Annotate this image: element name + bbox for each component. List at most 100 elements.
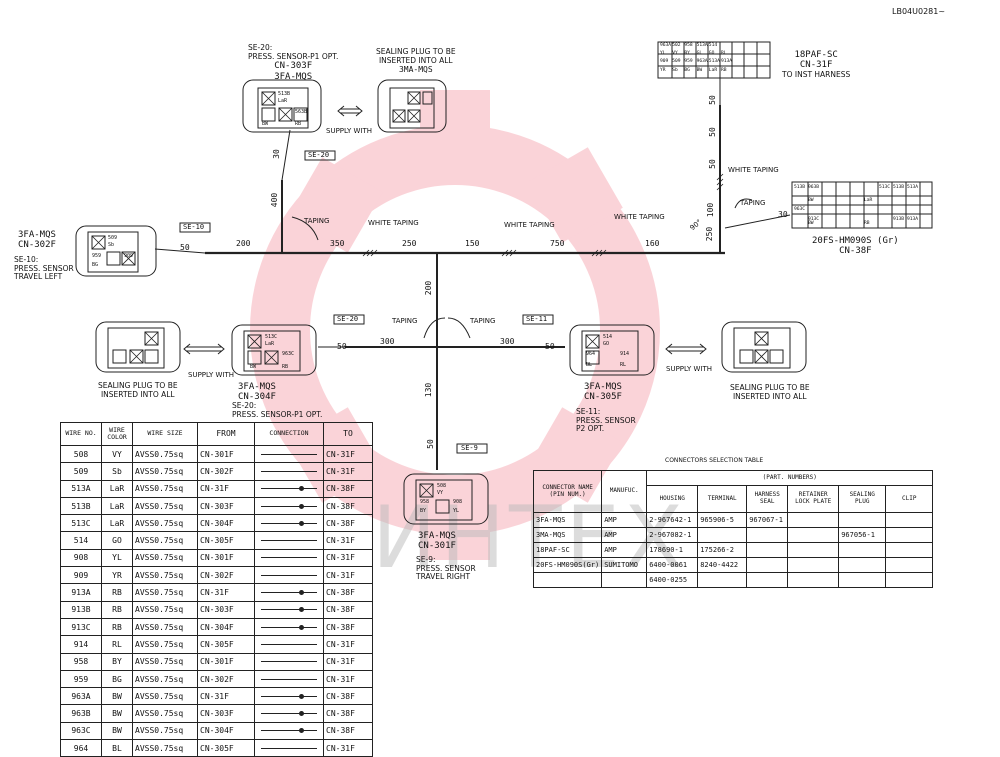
dimension: 50 — [545, 342, 555, 351]
wire-no-cell: 909 — [60, 566, 102, 585]
to-cell: CN-31F — [323, 462, 373, 481]
wire-color-cell: LaR — [101, 514, 133, 533]
wire-no-cell: 914 — [60, 635, 102, 654]
dimension: 30 — [271, 149, 281, 159]
selection-cell: 18PAF-SC — [532, 542, 603, 558]
dimension: 250 — [402, 239, 417, 248]
selection-cell — [746, 557, 789, 573]
cn38f-pin: 913B — [893, 217, 905, 222]
selection-cell — [746, 527, 789, 543]
cn31f-pin: 963A — [660, 43, 672, 48]
cn38f-pin: 963C — [794, 207, 806, 212]
wire-size-cell: AVSS0.75sq — [132, 687, 198, 706]
cn38f-pin: 513B — [893, 185, 905, 190]
selection-cell: 3FA-MQS — [532, 512, 603, 528]
selection-cell — [885, 557, 934, 573]
splice-dot — [299, 693, 304, 699]
connection-cell — [254, 669, 324, 689]
connection-cell — [254, 704, 324, 723]
dimension: 50 — [337, 342, 347, 351]
selection-cell — [787, 572, 840, 588]
dimension: 50 — [425, 439, 435, 449]
supply-with-left: SUPPLY WITH — [188, 371, 235, 379]
cn31f-label: 18PAF-SC CN-31F TO INST HARNESS — [782, 50, 851, 79]
connection-cell — [254, 462, 324, 481]
selection-cell — [787, 542, 840, 558]
selection-cell: 2-967642-1 — [646, 512, 699, 528]
from-cell: CN-305F — [197, 739, 255, 757]
wire-table: WIRE NO. WIRE COLOR WIRE SIZE FROM CONNE… — [60, 422, 373, 757]
taping-label: TAPING — [740, 199, 766, 207]
wire-color-cell: BG — [101, 669, 133, 689]
cn302f-label: 3FA-MQS CN-302F — [18, 230, 56, 251]
from-cell: CN-304F — [197, 721, 255, 741]
taping-label: TAPING — [392, 317, 418, 325]
selection-cell: SUMITOMO — [601, 557, 648, 573]
wire-no-cell: 514 — [60, 531, 102, 550]
dimension: 130 — [424, 382, 434, 398]
cn303f-pin: 513B — [278, 91, 291, 97]
cn305f-pin: 914 — [620, 351, 630, 357]
cn31f-pin: RB — [721, 68, 727, 73]
selection-cell — [697, 572, 748, 588]
splice-dot — [299, 486, 304, 492]
selection-cell — [532, 572, 603, 588]
selection-cell — [838, 512, 887, 528]
dimension: 300 — [500, 337, 515, 346]
selection-cell — [746, 542, 789, 558]
cn304f-desc: SE-20: PRESS. SENSOR-P1 OPT. — [232, 401, 323, 419]
dimension: 200 — [424, 280, 434, 296]
wire-no-cell: 963B — [60, 704, 102, 723]
from-cell: CN-302F — [197, 669, 255, 689]
connection-line — [261, 503, 317, 509]
dimension: 50 — [707, 159, 717, 169]
se20-tag-top: SE-20 — [308, 151, 330, 159]
connection-cell — [254, 531, 324, 550]
dimension: 30 — [778, 210, 788, 219]
cn31f-pin: RL — [721, 51, 727, 56]
to-cell: CN-31F — [323, 548, 373, 568]
selection-cell: 2-967082-1 — [646, 527, 699, 543]
cn38f-pin: 513B — [794, 185, 806, 190]
from-cell: CN-303F — [197, 704, 255, 723]
from-cell: CN-303F — [197, 600, 255, 619]
cn38f-label: 20FS-HM090S (Gr) CN-38F — [812, 236, 899, 257]
from-cell: CN-304F — [197, 617, 255, 637]
connection-line — [261, 643, 317, 645]
dimension: 150 — [465, 239, 480, 248]
cn302f-pin: Sb — [108, 242, 115, 248]
cn302f-pin: BG — [92, 262, 99, 268]
connection-line — [261, 590, 317, 596]
splice-dot — [299, 624, 304, 630]
dimension: 750 — [550, 239, 565, 248]
cn31f-pin: VY — [672, 51, 678, 56]
cn301f-label: 3FA-MQS CN-301F — [418, 531, 456, 552]
selection-cell: 175266-2 — [697, 542, 748, 558]
cn31f-pin: BG — [684, 68, 690, 73]
connection-cell — [254, 514, 324, 533]
wire-no-cell: 958 — [60, 652, 102, 671]
cn38f-pin: RB — [864, 221, 870, 226]
col-manufacturer: MANUFUC. — [601, 470, 648, 513]
connection-line — [261, 453, 317, 455]
col-connector-name: CONNECTOR NAME (PIN NUM.) — [532, 470, 603, 513]
cn38f-pin: 913C — [808, 217, 820, 222]
to-cell: CN-38F — [323, 721, 373, 741]
connection-line — [261, 486, 317, 492]
cn305f-pin: 964 — [586, 351, 596, 357]
cn31f-pin: 513A — [696, 43, 708, 48]
cn305f-pin: RL — [620, 362, 627, 368]
selection-cell — [885, 527, 934, 543]
dimension: 350 — [330, 239, 345, 248]
